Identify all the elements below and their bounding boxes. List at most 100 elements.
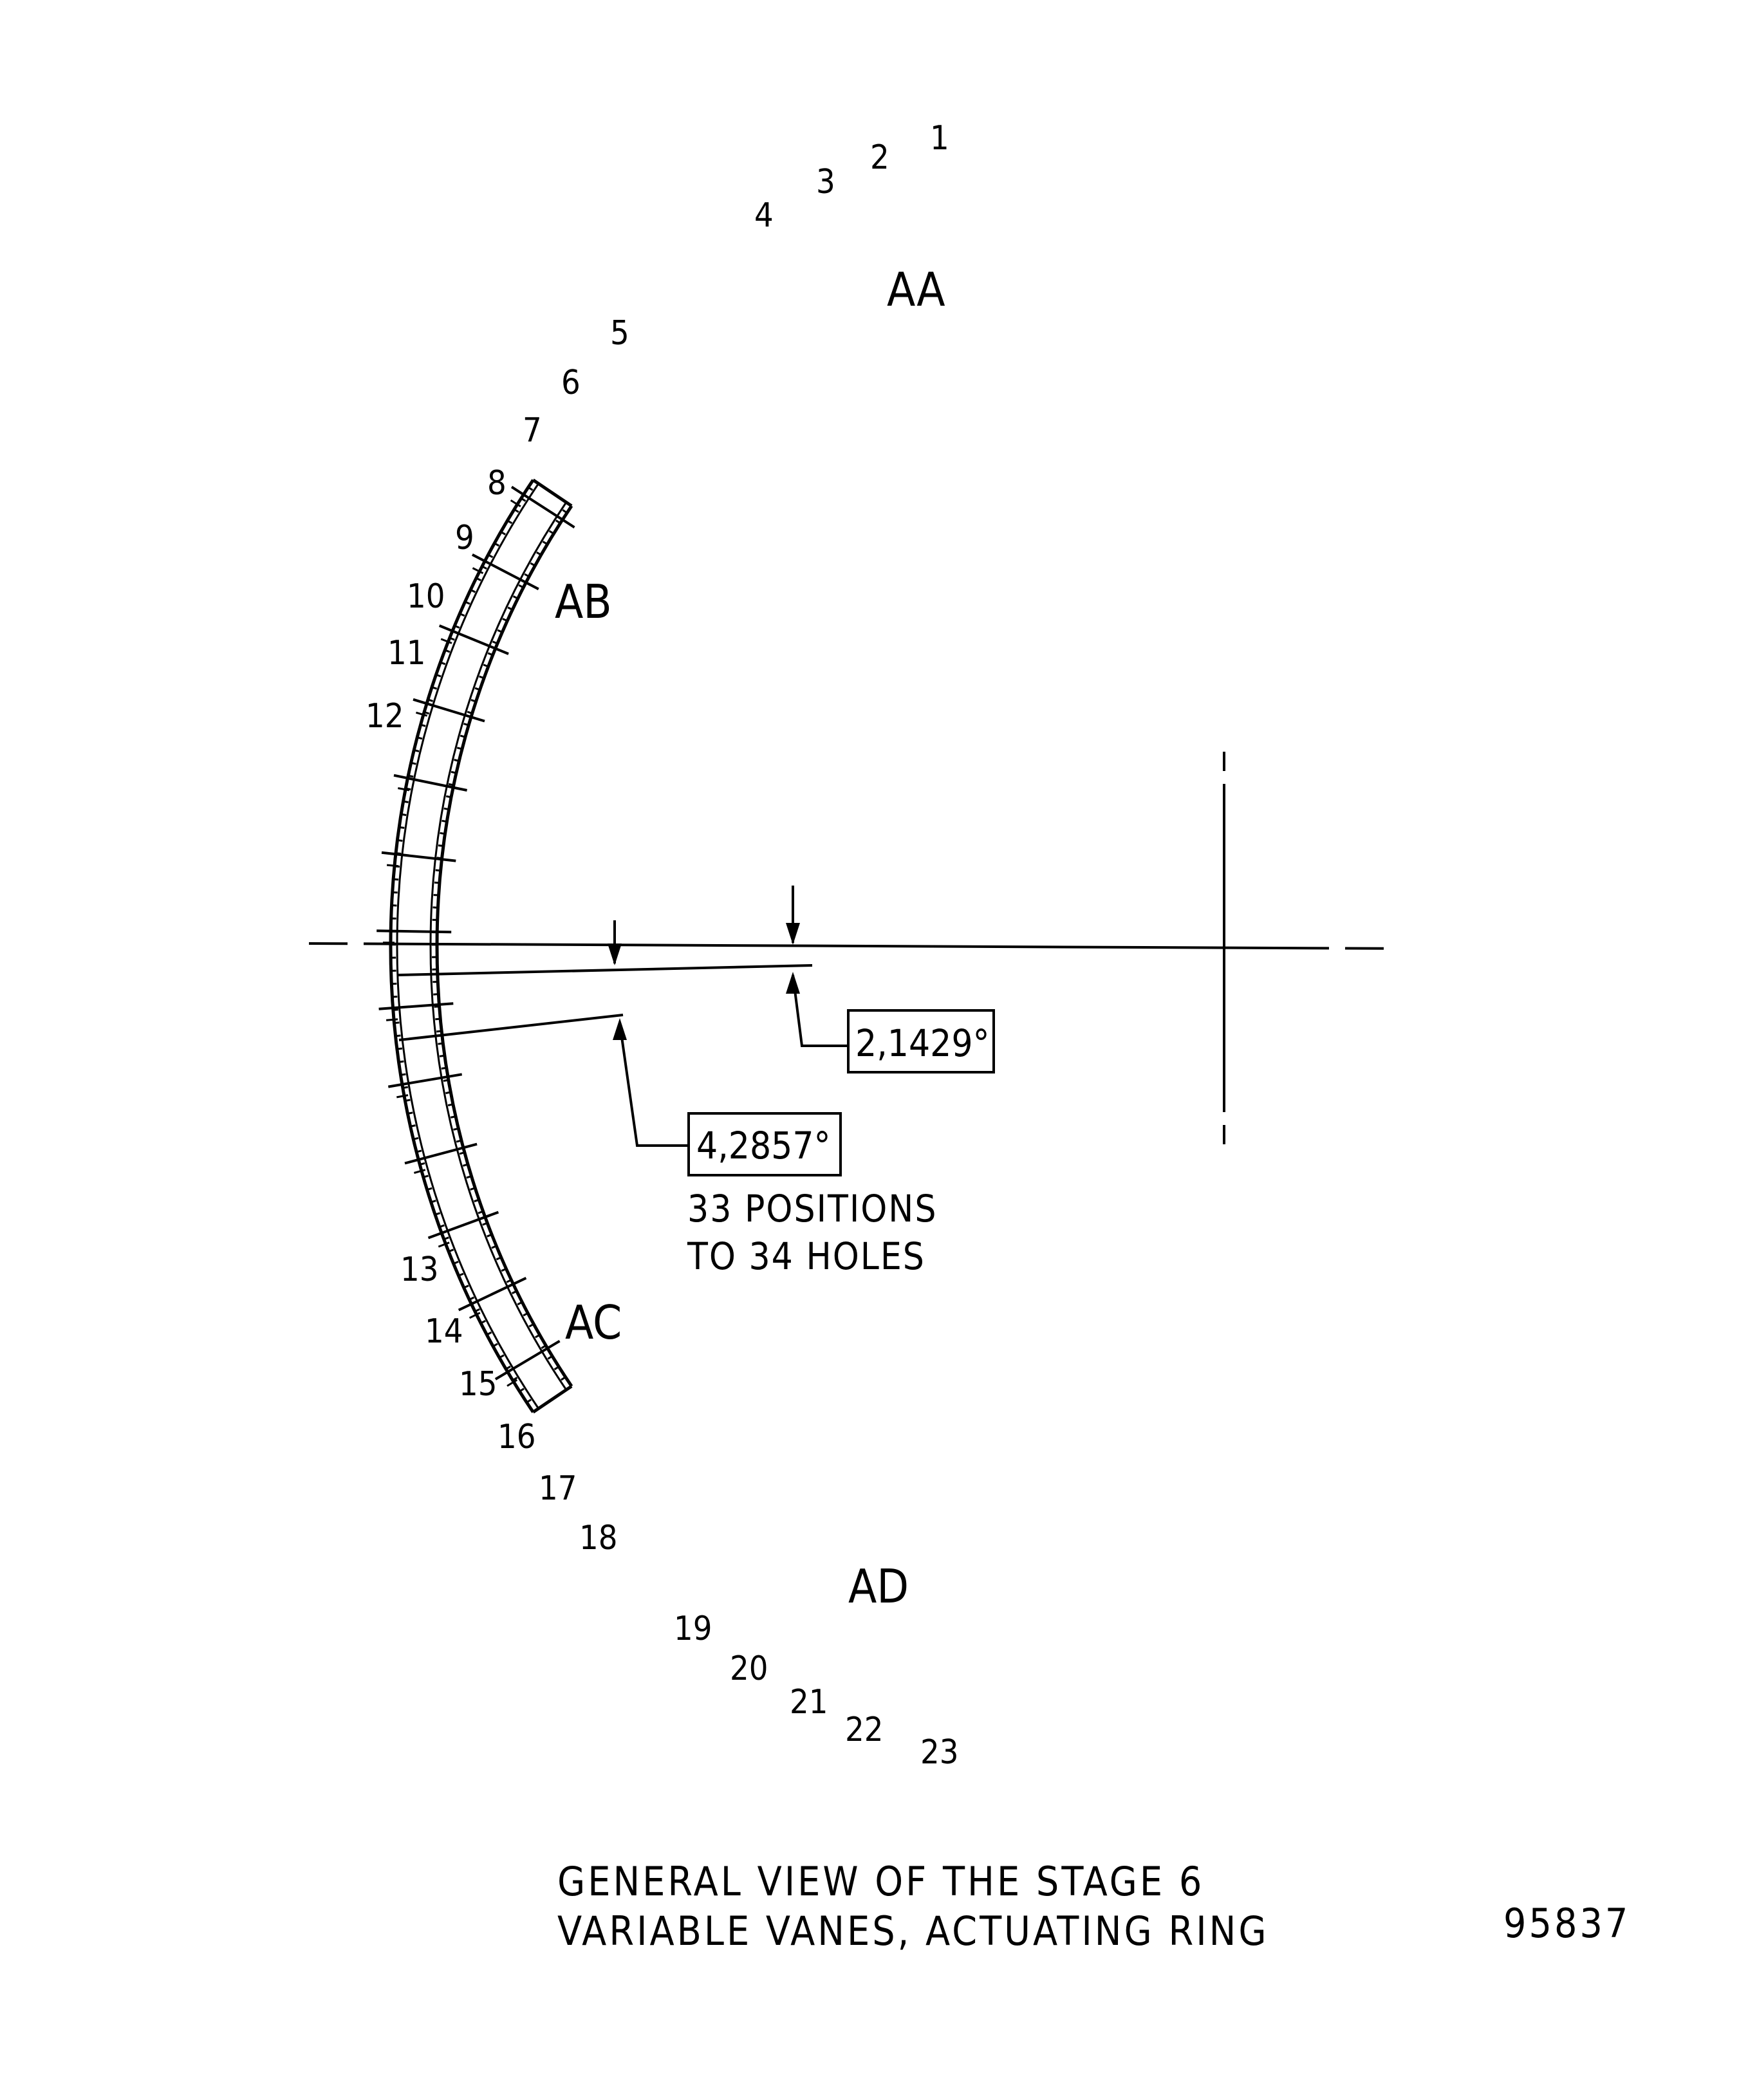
dimension-box-small: 2,1429° <box>847 1009 995 1073</box>
outer-hole-mark <box>454 1261 459 1265</box>
note-line-1: 33 POSITIONS <box>687 1187 937 1231</box>
dimension-arrowheads <box>608 923 800 1040</box>
arrowhead-down-b <box>786 923 800 945</box>
center-lines <box>308 752 1417 1158</box>
vane-short-tick <box>510 499 521 508</box>
outer-hole-mark <box>414 749 420 752</box>
outer-hole-mark <box>445 1236 449 1240</box>
inner-hole-mark <box>474 1199 478 1203</box>
outer-hole-mark <box>395 865 400 868</box>
position-label-14: 14 <box>425 1312 463 1351</box>
vane-tick-line <box>494 1339 561 1380</box>
inner-hole-mark <box>466 1175 470 1179</box>
actuating-ring-arc <box>389 478 573 1414</box>
angle-line-4-2857 <box>398 1014 624 1041</box>
outer-hole-mark <box>528 487 534 491</box>
outer-hole-mark <box>476 1308 480 1312</box>
inner-hole-mark <box>491 1245 496 1249</box>
inner-hole-mark <box>496 1257 501 1261</box>
inner-hole-mark <box>463 723 468 726</box>
position-label-4: 4 <box>754 196 774 235</box>
position-label-12: 12 <box>366 697 404 736</box>
ring-hole-marks <box>391 487 567 1403</box>
position-label-1: 1 <box>930 119 949 158</box>
outer-hole-mark <box>520 1388 525 1392</box>
position-label-21: 21 <box>790 1683 828 1722</box>
outer-hole-mark <box>396 852 402 855</box>
inner-hole-mark <box>454 759 458 762</box>
inner-hole-mark <box>530 562 535 566</box>
outer-hole-mark <box>459 1272 464 1276</box>
inner-hole-mark <box>487 652 492 656</box>
vane-tick-line <box>376 929 452 934</box>
outer-hole-mark <box>455 625 460 629</box>
vane-short-tick <box>438 1241 450 1248</box>
outer-hole-mark <box>432 686 438 690</box>
outer-hole-mark <box>477 577 481 582</box>
vane-tick-line <box>413 698 485 723</box>
inner-hole-mark <box>448 783 453 786</box>
vane-tick-line <box>404 1142 478 1165</box>
inner-hole-mark <box>483 664 488 667</box>
ring-outer-edge <box>389 479 535 1413</box>
inner-hole-mark <box>456 747 461 750</box>
outer-hole-mark <box>483 566 487 570</box>
zone-label-ac: AC <box>565 1296 622 1350</box>
outer-hole-mark <box>449 1249 454 1252</box>
inner-hole-mark <box>555 519 560 524</box>
leader-4-2857 <box>618 1023 689 1147</box>
position-label-11: 11 <box>387 634 426 673</box>
outer-hole-mark <box>424 1175 429 1178</box>
inner-hole-mark <box>507 606 512 610</box>
caption-line-1: GENERAL VIEW OF THE STAGE 6 <box>557 1858 1204 1905</box>
outer-hole-mark <box>470 1296 475 1300</box>
vane-tick-line <box>471 553 539 591</box>
outer-hole-mark <box>429 699 434 702</box>
outer-hole-mark <box>436 674 442 678</box>
zone-label-aa: AA <box>887 263 945 317</box>
horizontal-centerline <box>308 942 1417 950</box>
inner-hole-mark <box>523 1312 528 1317</box>
zone-label-ad: AD <box>848 1559 909 1613</box>
vane-short-tick <box>386 1018 398 1021</box>
outer-hole-mark <box>425 711 430 715</box>
angle-dimension-lines <box>397 886 848 1147</box>
inner-hole-mark <box>467 711 472 714</box>
outer-hole-mark <box>402 1073 406 1076</box>
position-label-17: 17 <box>539 1469 577 1508</box>
inner-hole-mark <box>474 687 479 691</box>
ring-end-bottom <box>532 1384 573 1414</box>
outer-hole-mark <box>451 637 455 641</box>
outer-hole-mark <box>445 649 451 653</box>
inner-hole-mark <box>536 551 541 555</box>
outer-hole-mark <box>465 601 470 605</box>
inner-hole-mark <box>487 1234 491 1238</box>
inner-hole-mark <box>445 1091 450 1095</box>
outer-hole-mark <box>514 509 519 513</box>
inner-hole-mark <box>517 1301 522 1306</box>
inner-hole-mark <box>462 1164 467 1167</box>
ring-inner-outer-edge <box>429 501 568 1391</box>
inner-hole-mark <box>478 1211 483 1214</box>
outer-hole-mark <box>436 1212 441 1216</box>
inner-hole-mark <box>436 1030 441 1033</box>
inner-hole-mark <box>438 1042 442 1045</box>
ring-outer-inner-edge <box>396 483 539 1409</box>
inner-hole-mark <box>470 699 476 702</box>
vane-short-tick <box>398 787 410 792</box>
inner-hole-mark <box>548 530 553 534</box>
outer-hole-mark <box>395 878 399 881</box>
zone-label-ab: AB <box>555 575 612 629</box>
dimension-box-small-frame <box>847 1009 995 1073</box>
inner-hole-mark <box>443 807 448 810</box>
outer-hole-mark <box>404 1086 409 1089</box>
position-label-20: 20 <box>730 1649 768 1688</box>
vane-tick-line <box>438 624 509 655</box>
position-label-8: 8 <box>487 464 507 503</box>
inner-hole-mark <box>435 869 440 872</box>
inner-hole-mark <box>447 1103 452 1106</box>
outer-hole-mark <box>407 788 411 791</box>
note-line-2: TO 34 HOLES <box>687 1234 925 1278</box>
outer-hole-mark <box>398 1047 403 1050</box>
